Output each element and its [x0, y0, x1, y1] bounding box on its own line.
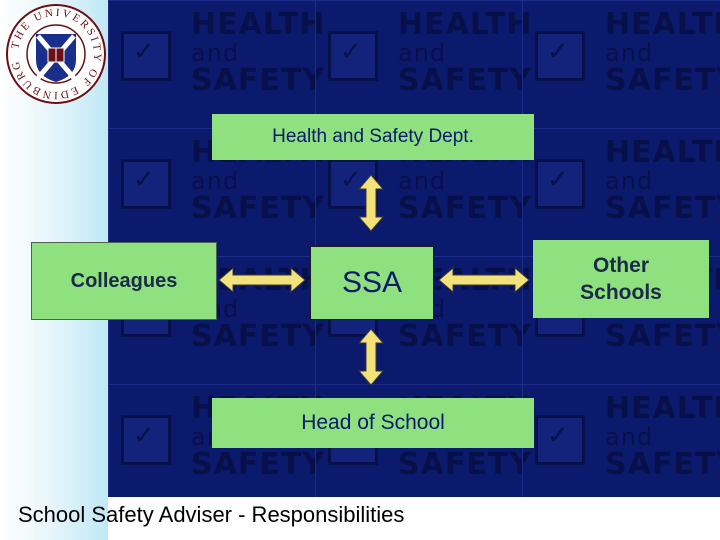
checkmark-icon — [535, 31, 585, 81]
checkmark-icon — [121, 159, 171, 209]
arrow-ssa-to-right — [438, 267, 530, 293]
health-safety-dept-box: Health and Safety Dept. — [212, 114, 534, 160]
checkmark-icon — [535, 415, 585, 465]
other-schools-label-line2: Schools — [580, 281, 662, 304]
arrow-ssa-to-bottom — [358, 328, 384, 386]
colleagues-box: Colleagues — [31, 242, 217, 320]
checkmark-icon — [535, 159, 585, 209]
head-of-school-label: Head of School — [301, 411, 445, 434]
checkmark-icon — [121, 415, 171, 465]
other-schools-label-line1: Other — [592, 254, 649, 277]
head-of-school-box: Head of School — [212, 398, 534, 448]
arrow-left-to-ssa — [218, 267, 306, 293]
other-schools-box: Other Schools — [533, 240, 709, 318]
health-safety-dept-label: Health and Safety Dept. — [272, 126, 474, 147]
slide-title: School Safety Adviser - Responsibilities — [18, 502, 405, 527]
ssa-label: SSA — [341, 266, 403, 299]
ssa-box: SSA — [310, 246, 434, 320]
checkmark-icon — [121, 31, 171, 81]
arrow-top-to-ssa — [358, 174, 384, 232]
colleagues-label: Colleagues — [70, 269, 178, 292]
checkmark-icon — [328, 31, 378, 81]
